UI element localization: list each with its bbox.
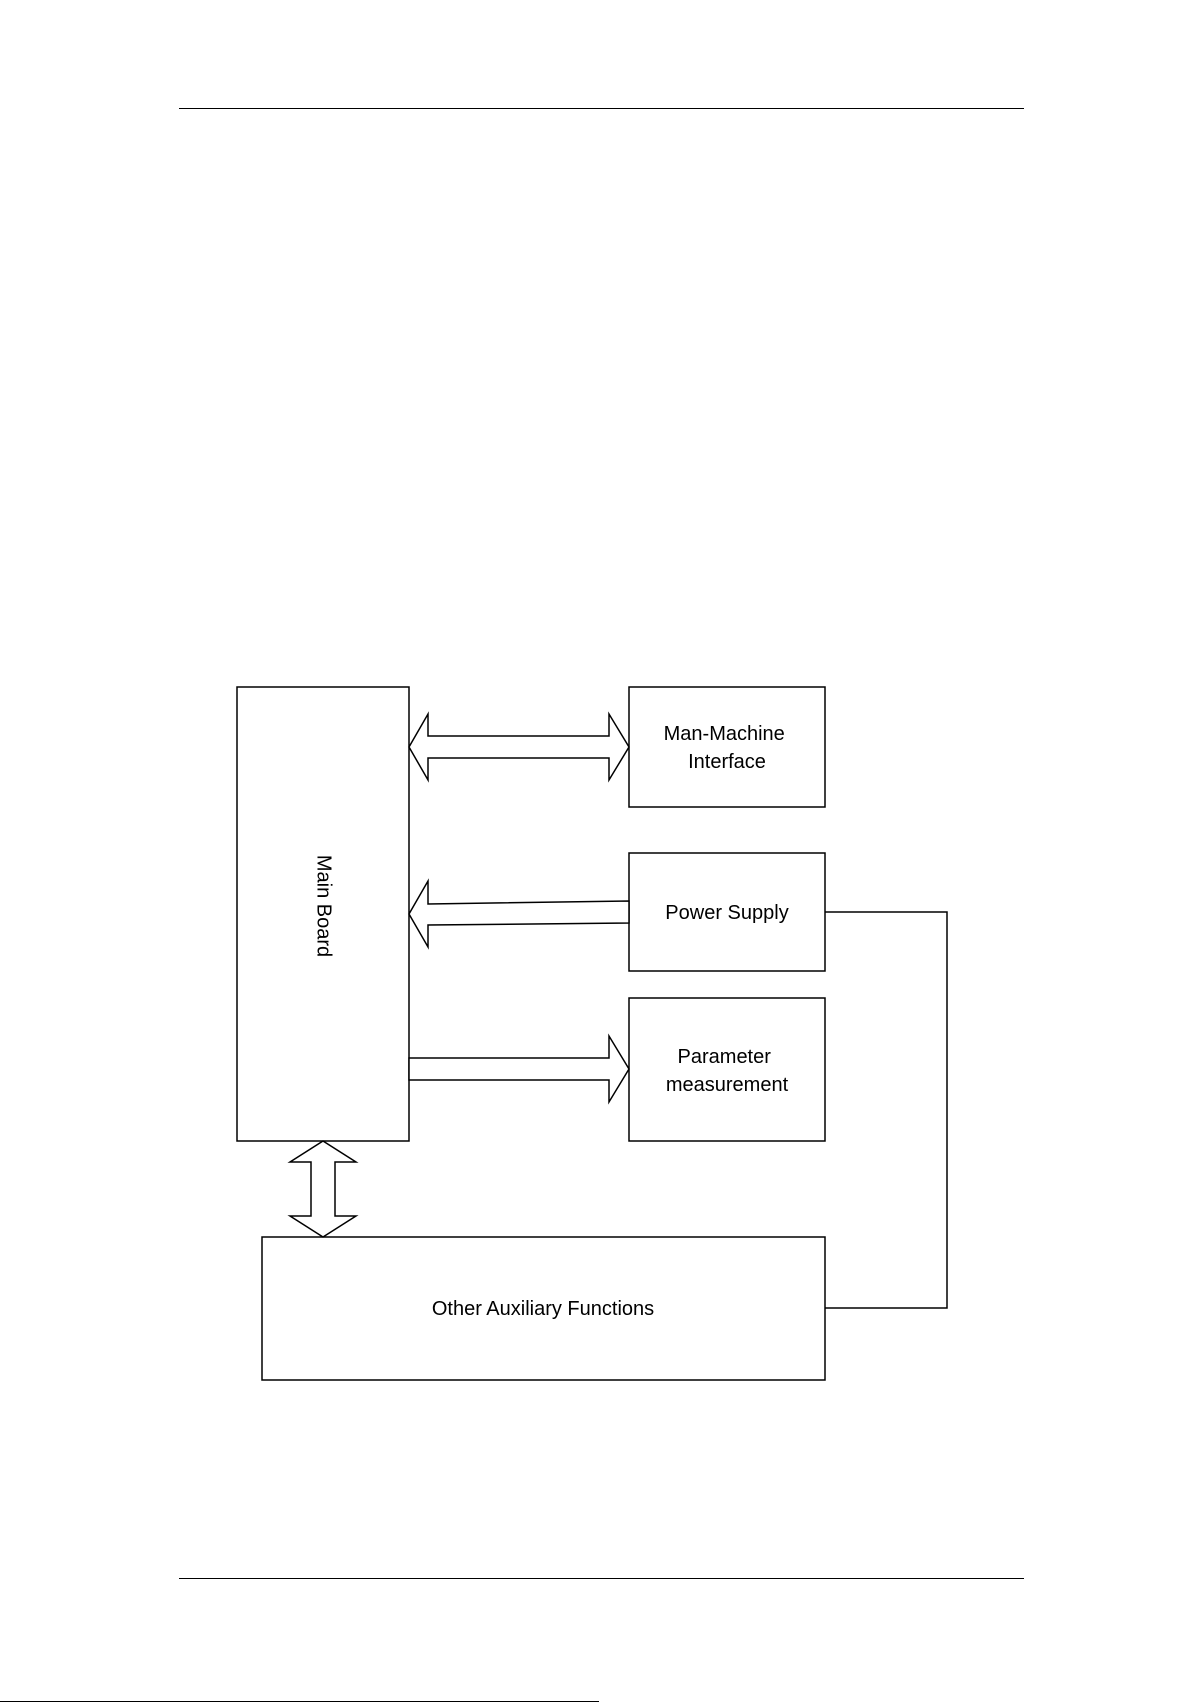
main-board-label: Main Board bbox=[313, 855, 335, 957]
arrow-power-supply-main-board bbox=[409, 881, 629, 947]
parameter-measurement-label-line-2: measurement bbox=[666, 1074, 789, 1096]
power-supply-label: Power Supply bbox=[665, 902, 788, 924]
parameter-measurement-box bbox=[629, 998, 825, 1141]
arrow-main-board-man-machine-interface bbox=[409, 714, 629, 780]
line-power-supply-other-auxiliary-functions bbox=[825, 912, 947, 1308]
other-auxiliary-functions-label: Other Auxiliary Functions bbox=[432, 1298, 654, 1320]
parameter-measurement-label-line-1: Parameter bbox=[678, 1046, 772, 1068]
power-supply-label-line-1: Power Supply bbox=[665, 902, 788, 924]
man-machine-interface-label-line-2: Interface bbox=[688, 751, 766, 773]
other-auxiliary-functions-label-line-1: Other Auxiliary Functions bbox=[432, 1298, 654, 1320]
arrow-main-board-other-auxiliary-functions bbox=[290, 1141, 356, 1237]
man-machine-interface-label-line-1: Man-Machine bbox=[664, 723, 785, 745]
arrow-main-board-parameter-measurement bbox=[409, 1036, 629, 1102]
man-machine-interface-box bbox=[629, 687, 825, 807]
